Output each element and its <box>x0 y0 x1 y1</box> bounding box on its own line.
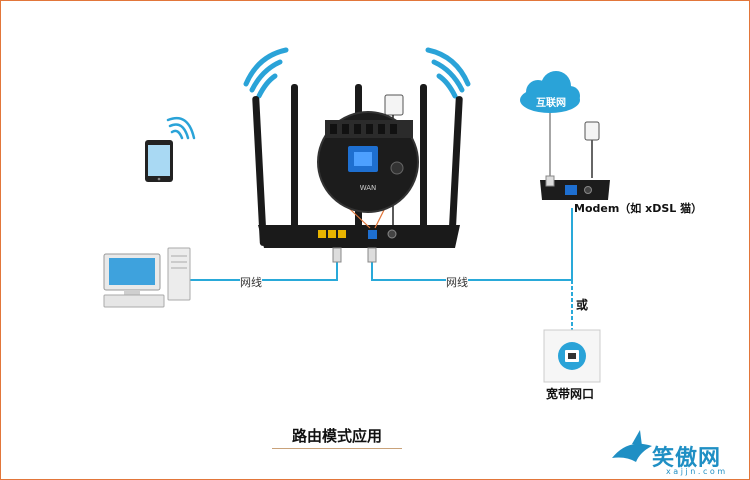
watermark-text: 笑傲网 <box>652 446 722 471</box>
cloud-icon <box>520 71 580 113</box>
internet-label: 互联网 <box>536 98 566 109</box>
wall-port-icon <box>543 329 601 383</box>
cable-label-right: 网线 <box>446 274 468 290</box>
tablet-icon <box>145 140 173 182</box>
router-icon <box>252 84 463 263</box>
wifi-icon <box>166 116 196 140</box>
or-label: 或 <box>576 296 589 313</box>
wifi-icon <box>243 47 289 99</box>
shark-logo-icon <box>612 430 652 462</box>
modem-label: Modem（如 xDSL 猫） <box>574 200 703 216</box>
cable-pc-router <box>190 252 338 281</box>
wall-port-label: 宽带网口 <box>546 385 595 402</box>
router-port-label: WAN <box>360 184 377 192</box>
cable-label-left: 网线 <box>240 274 262 290</box>
watermark-url: x a j j n . c o m <box>666 467 726 476</box>
power-cable-modem <box>584 121 600 178</box>
modem-icon <box>540 175 610 200</box>
cable-router-modem <box>371 208 573 281</box>
diagram-caption: 路由模式应用 <box>291 427 382 445</box>
caption-underline <box>272 448 402 449</box>
wifi-icon <box>425 47 471 99</box>
desktop-pc-icon <box>103 247 191 308</box>
